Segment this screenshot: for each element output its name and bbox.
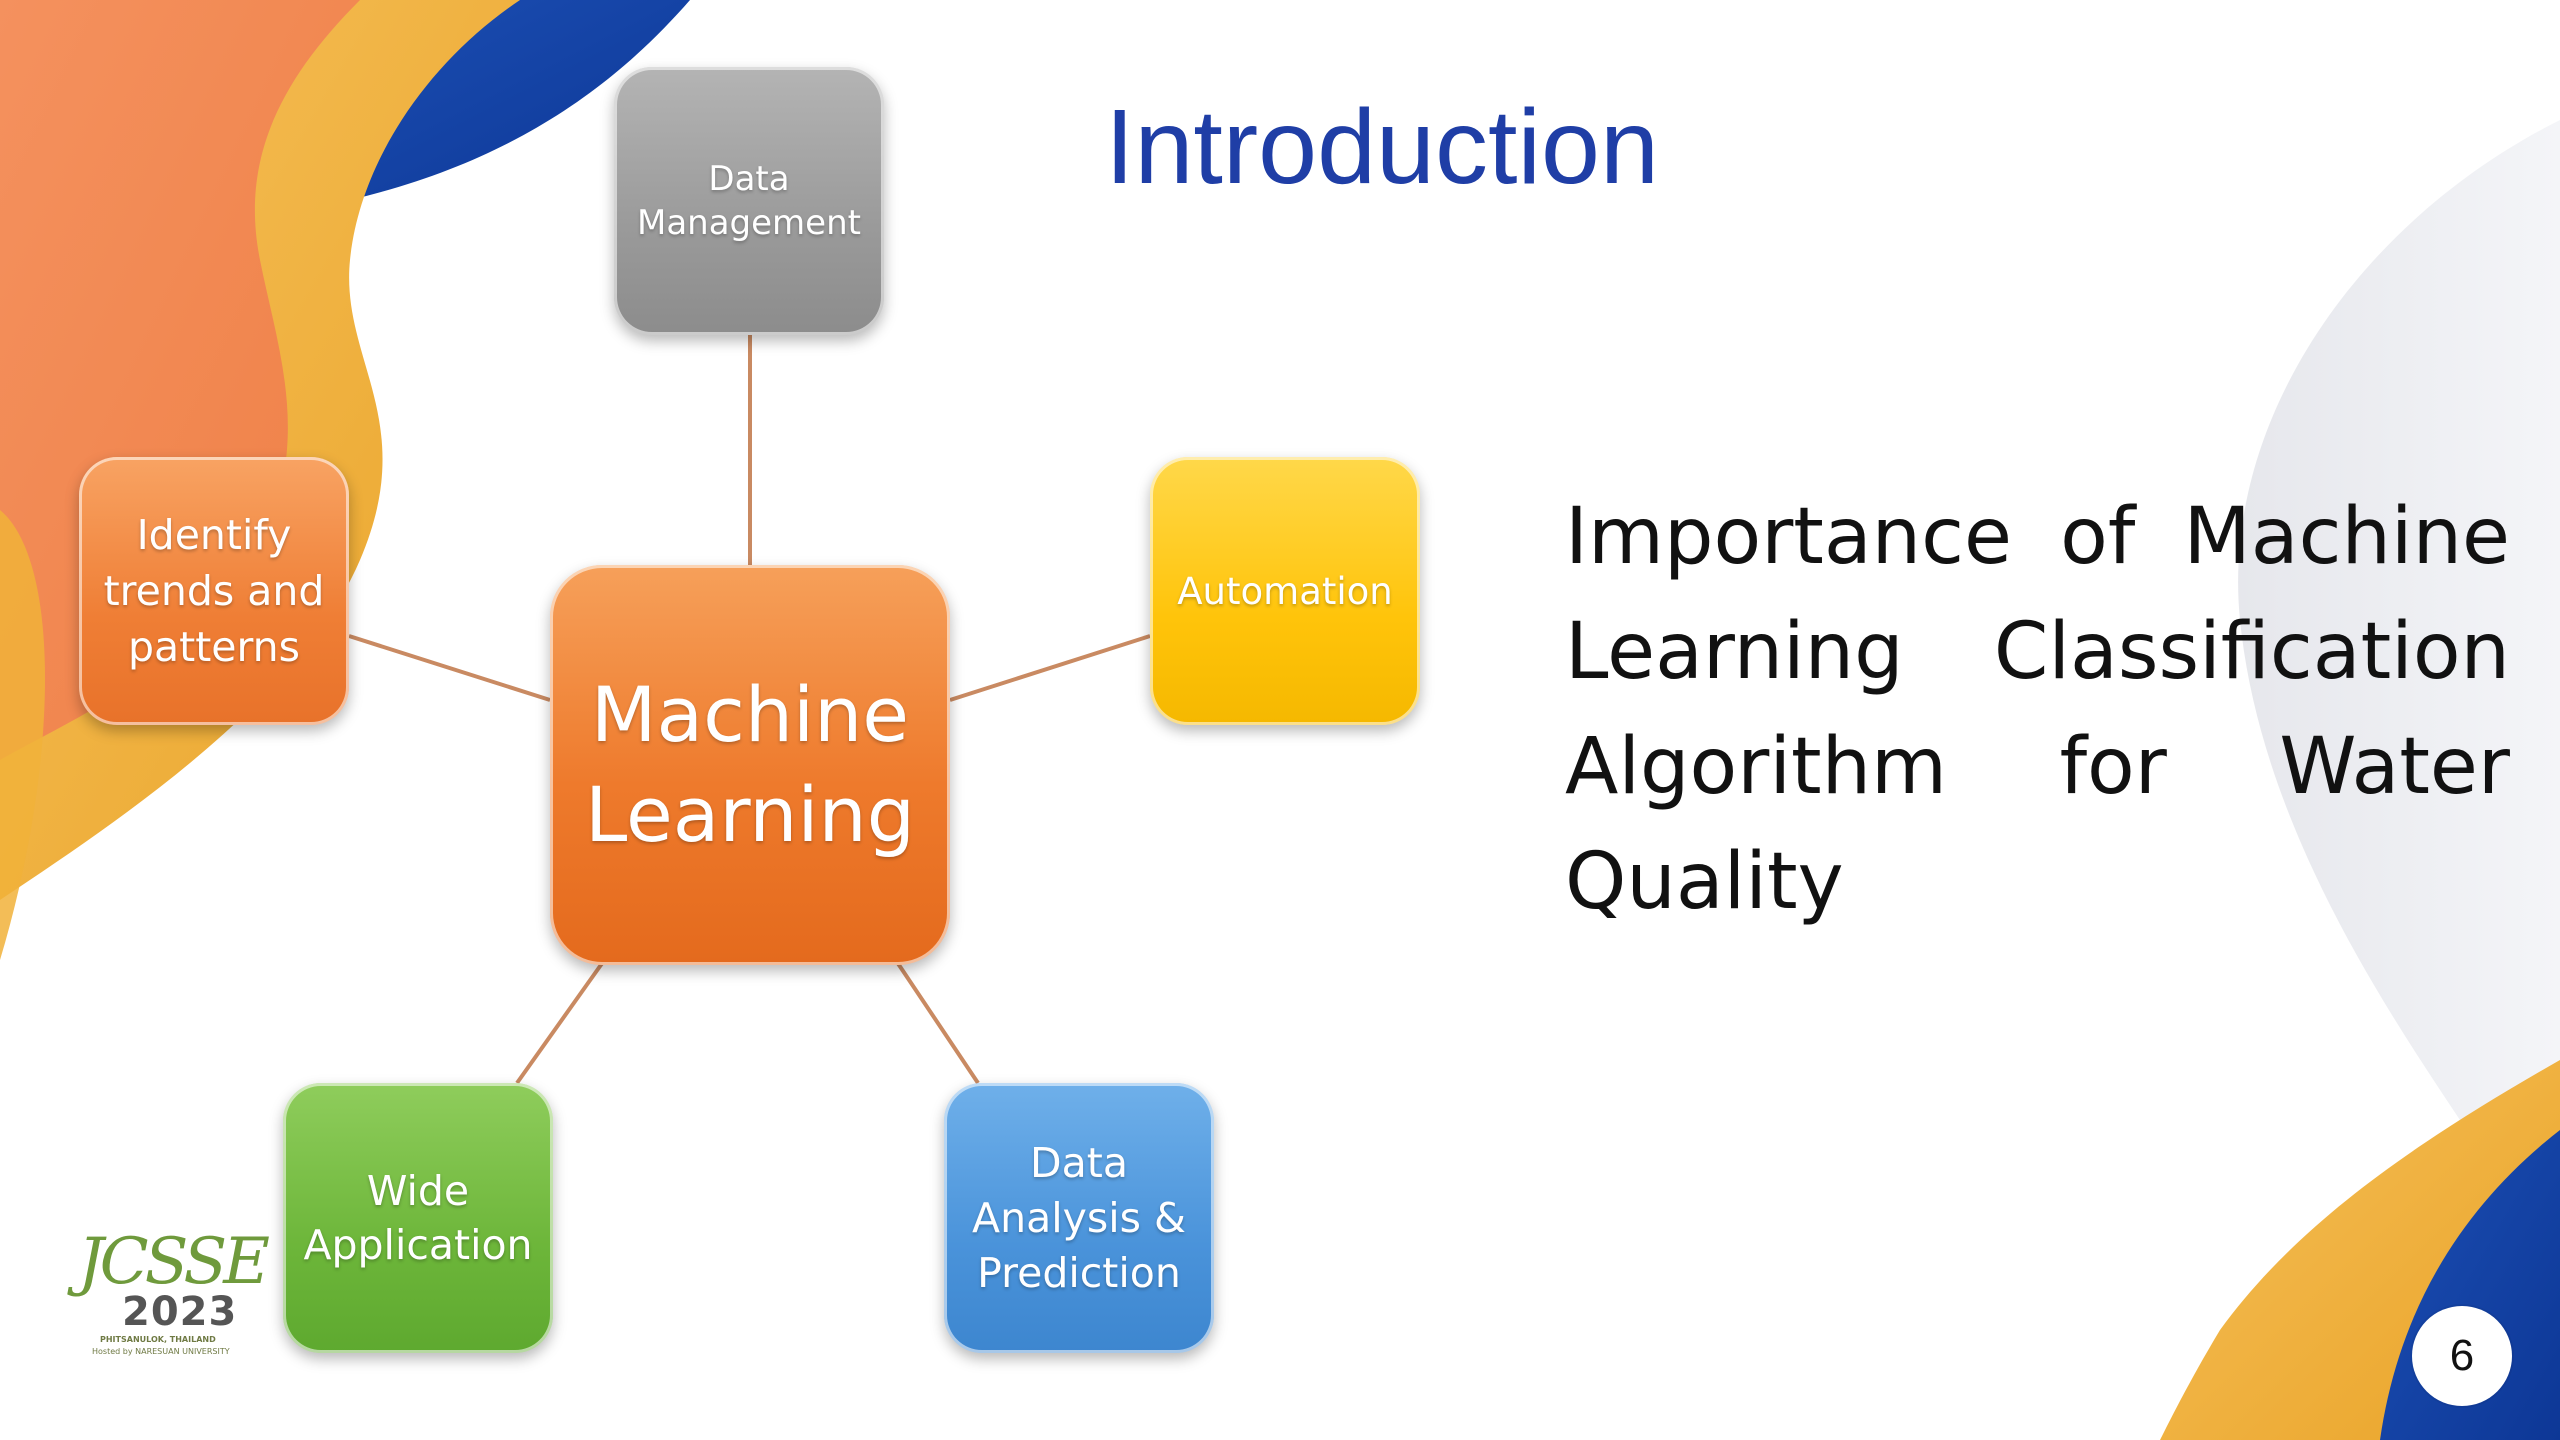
node-identify-line1: Identify [136,511,292,559]
logo-mark: JCSSE [78,1225,270,1299]
node-wide-application: Wide Application [283,1083,553,1353]
page-number-badge: 6 [2412,1306,2512,1406]
node-data-analysis-prediction: Data Analysis & Prediction [944,1083,1214,1353]
node-center-line1: Machine [590,670,910,759]
node-identify-trends: Identify trends and patterns [79,457,349,725]
node-pred-line1: Data [1030,1138,1128,1187]
node-pred-line3: Prediction [977,1248,1181,1297]
logo-subtitle-location: PHITSANULOK, THAILAND [100,1335,216,1344]
node-automation: Automation [1150,457,1420,725]
node-machine-learning: Machine Learning [550,565,950,965]
logo-year: 2023 [122,1289,238,1335]
node-identify-line3: patterns [127,623,300,671]
page-number: 6 [2449,1331,2475,1380]
node-data-management: Data Management [614,67,884,335]
node-identify-line2: trends and [103,567,325,615]
node-wide-line2: Application [303,1221,533,1269]
node-wide-line1: Wide [366,1167,470,1215]
node-pred-line2: Analysis & [972,1193,1186,1242]
node-data-management-line1: Data [708,159,790,199]
conference-logo: JCSSE 2023 PHITSANULOK, THAILAND Hosted … [78,1225,270,1360]
logo-subtitle-host: Hosted by NARESUAN UNIVERSITY [92,1347,230,1356]
node-automation-label: Automation [1177,569,1393,613]
node-data-management-line2: Management [637,203,861,243]
node-center-line2: Learning [585,770,915,859]
slide-body-text: Importance of Machine Learning Classific… [1565,492,2510,927]
slide-title: Introduction [1105,88,1659,206]
